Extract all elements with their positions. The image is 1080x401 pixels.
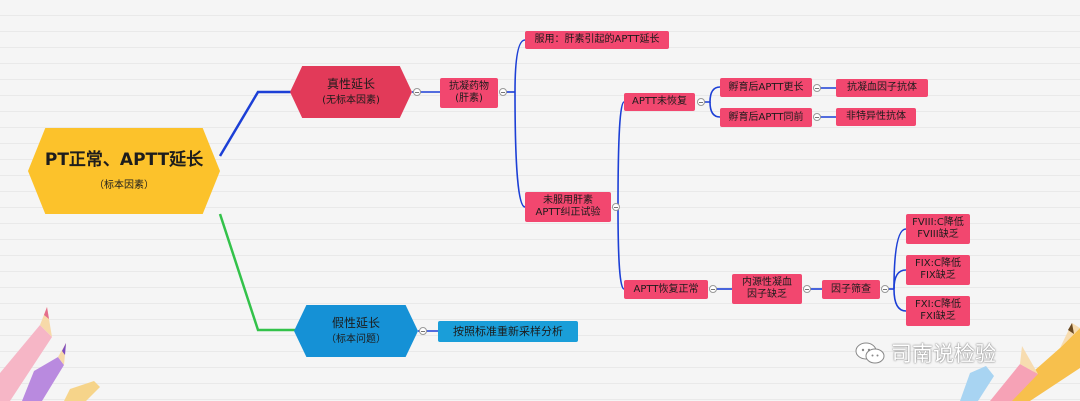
heparin-taken-label: 服用：肝素引起的APTT延长 [534, 34, 660, 45]
fviii-line1: FVIII:C降低 [912, 217, 964, 228]
fviii-line2: FVIII缺乏 [917, 229, 959, 240]
nonspecific-ab-node[interactable]: 非特异性抗体 [836, 108, 916, 126]
nonspecific-ab-label: 非特异性抗体 [846, 111, 906, 122]
collapse-toggle-icon[interactable] [499, 88, 507, 96]
false-prolong-subtitle: （标本问题） [326, 333, 386, 345]
collapse-toggle-icon[interactable] [813, 113, 821, 121]
pencils-right-decoration [960, 323, 1080, 401]
no-heparin-line1: 未服用肝素 [543, 195, 593, 206]
collapse-toggle-icon[interactable] [419, 327, 427, 335]
intrinsic-def-node[interactable]: 内源性凝血 因子缺乏 [732, 274, 802, 304]
collapse-toggle-icon[interactable] [803, 285, 811, 293]
factor-screen-label: 因子筛查 [831, 283, 871, 295]
incub-same-label: 孵育后APTT同前 [728, 111, 804, 123]
watermark-text: 司南说检验 [891, 342, 996, 366]
factor-screen-node[interactable]: 因子筛查 [822, 280, 880, 299]
resample-node[interactable]: 按照标准重新采样分析 [438, 321, 578, 342]
fix-node[interactable]: FIX:C降低 FIX缺乏 [906, 255, 970, 285]
root-title: PT正常、APTT延长 [44, 149, 204, 170]
collapse-toggle-icon[interactable] [413, 88, 421, 96]
collapse-toggle-icon[interactable] [881, 285, 889, 293]
heparin-taken-node[interactable]: 服用：肝素引起的APTT延长 [525, 31, 669, 49]
pencils-left-decoration [0, 307, 100, 401]
watermark: 司南说检验 [855, 338, 996, 368]
root-subtitle: （标本因素） [94, 180, 154, 192]
fxi-line1: FXI:C降低 [915, 299, 961, 310]
true-prolong-title: 真性延长 [326, 77, 375, 92]
intrinsic-def-line2: 因子缺乏 [747, 289, 787, 300]
collapse-toggle-icon[interactable] [709, 285, 717, 293]
anticoag-drug-node[interactable]: 抗凝药物 (肝素) [440, 78, 498, 108]
false-prolong-node[interactable]: 假性延长 （标本问题） [294, 305, 418, 357]
aptt-not-recovered-label: APTT未恢复 [632, 96, 687, 107]
no-heparin-node[interactable]: 未服用肝素 APTT纠正试验 [525, 192, 611, 222]
aptt-recovered-node[interactable]: APTT恢复正常 [624, 280, 708, 299]
no-heparin-line2: APTT纠正试验 [535, 207, 601, 218]
collapse-toggle-icon[interactable] [813, 84, 821, 92]
aptt-not-recovered-node[interactable]: APTT未恢复 [624, 93, 695, 111]
false-prolong-title: 假性延长 [331, 316, 380, 331]
fix-line1: FIX:C降低 [915, 258, 961, 269]
fxi-node[interactable]: FXI:C降低 FXI缺乏 [906, 296, 970, 326]
intrinsic-def-line1: 内源性凝血 [742, 277, 792, 288]
true-prolong-subtitle: (无标本因素) [322, 94, 380, 106]
fix-line2: FIX缺乏 [920, 270, 956, 281]
incub-longer-label: 孵育后APTT更长 [728, 81, 804, 93]
anti-factor-ab-label: 抗凝血因子抗体 [847, 82, 917, 93]
fviii-node[interactable]: FVIII:C降低 FVIII缺乏 [906, 214, 970, 244]
incub-longer-node[interactable]: 孵育后APTT更长 [720, 78, 812, 97]
aptt-recovered-label: APTT恢复正常 [633, 283, 699, 295]
resample-label: 按照标准重新采样分析 [453, 324, 563, 338]
collapse-toggle-icon[interactable] [697, 98, 705, 106]
anticoag-drug-line1: 抗凝药物 [449, 81, 489, 92]
true-prolong-node[interactable]: 真性延长 (无标本因素) [290, 66, 412, 118]
anti-factor-ab-node[interactable]: 抗凝血因子抗体 [836, 79, 928, 97]
wechat-icon [855, 342, 885, 364]
collapse-toggle-icon[interactable] [612, 203, 620, 211]
root-node[interactable]: PT正常、APTT延长 （标本因素） [28, 128, 220, 214]
incub-same-node[interactable]: 孵育后APTT同前 [720, 108, 812, 127]
anticoag-drug-line2: (肝素) [455, 93, 483, 104]
fxi-line2: FXI缺乏 [920, 311, 956, 322]
